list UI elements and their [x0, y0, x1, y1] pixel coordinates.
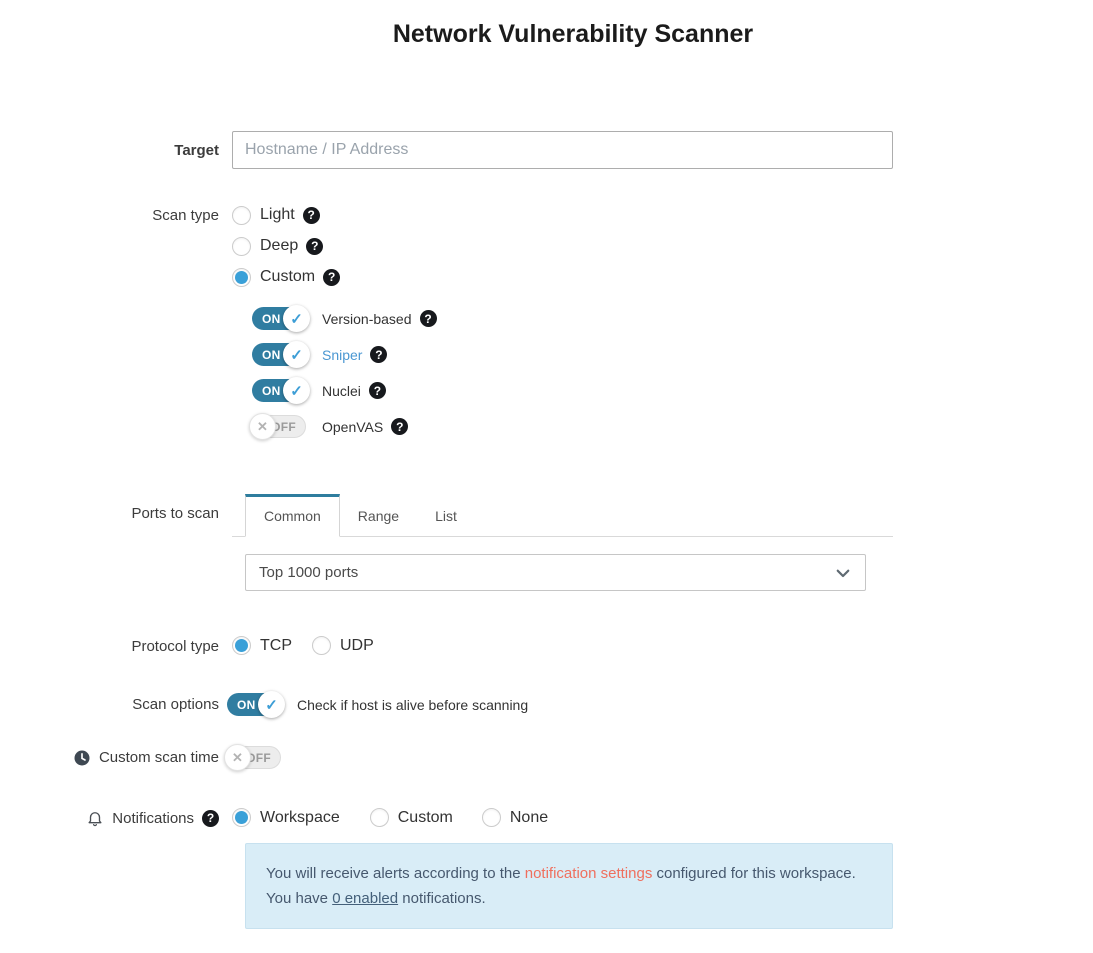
toggle-custom-scan-time[interactable]: ✕ OFF — [224, 744, 281, 771]
check-icon: ✓ — [283, 377, 310, 404]
radio-custom-label: Custom — [260, 268, 316, 285]
custom-tools-group: ON ✓ Version-based ? ON ✓ Sniper ? — [249, 305, 893, 440]
radio-custom[interactable] — [232, 267, 251, 287]
toggle-host-alive-label: Check if host is alive before scanning — [297, 696, 529, 713]
protocol-row: Protocol type TCP UDP — [0, 636, 1093, 656]
radio-deep[interactable] — [232, 236, 251, 256]
info-text: configured for this workspace. — [652, 865, 856, 882]
scan-type-option-light: Light ? — [232, 205, 893, 225]
scan-type-option-deep: Deep ? — [232, 236, 893, 256]
tool-version-based: ON ✓ Version-based ? — [252, 305, 893, 332]
check-icon: ✓ — [258, 691, 285, 718]
cross-icon: ✕ — [224, 744, 251, 771]
radio-light[interactable] — [232, 205, 251, 225]
custom-scan-time-label: Custom scan time — [98, 749, 219, 766]
tool-nuclei-label: Nuclei — [322, 382, 361, 399]
scanner-page: Network Vulnerability Scanner Target Sca… — [0, 20, 1093, 929]
help-icon[interactable]: ? — [306, 237, 324, 255]
radio-deep-label: Deep — [260, 237, 299, 254]
check-icon: ✓ — [283, 341, 310, 368]
toggle-state-text: ON — [262, 311, 281, 326]
scan-form: Target Scan type Light ? Deep ? — [0, 131, 1093, 929]
ports-select-value: Top 1000 ports — [259, 564, 359, 581]
tab-list[interactable]: List — [435, 508, 457, 524]
notifications-label: Notifications — [112, 809, 194, 827]
target-input[interactable] — [232, 131, 893, 169]
tab-common[interactable]: Common — [245, 494, 340, 537]
radio-none-label: None — [509, 808, 549, 826]
info-text: notifications. — [398, 890, 486, 907]
target-label: Target — [174, 141, 219, 159]
tool-sniper-label[interactable]: Sniper — [322, 346, 363, 363]
help-icon[interactable]: ? — [323, 268, 341, 286]
clock-icon — [74, 750, 90, 765]
toggle-state-text: OFF — [246, 750, 271, 765]
notification-info-row: You will receive alerts according to the… — [0, 828, 1093, 929]
toggle-nuclei[interactable]: ON ✓ — [252, 377, 310, 404]
ports-select[interactable]: Top 1000 ports — [245, 554, 866, 591]
help-icon[interactable]: ? — [302, 206, 320, 224]
help-icon[interactable]: ? — [202, 809, 219, 827]
custom-scan-time-row: Custom scan time ✕ OFF — [0, 744, 1093, 771]
help-icon[interactable]: ? — [370, 346, 388, 363]
toggle-state-text: ON — [237, 697, 256, 712]
toggle-state-text: ON — [262, 383, 281, 398]
scan-type-row: Scan type Light ? Deep ? Custom ? — [0, 205, 1093, 451]
enabled-notifications-link[interactable]: 0 enabled — [332, 890, 399, 907]
target-row: Target — [0, 131, 1093, 169]
tool-version-based-label: Version-based — [322, 310, 412, 327]
page-title: Network Vulnerability Scanner — [392, 20, 754, 48]
notification-info-box: You will receive alerts according to the… — [245, 843, 893, 929]
info-text: You have — [266, 890, 333, 907]
notification-settings-link[interactable]: notification settings — [524, 865, 653, 882]
scan-type-label: Scan type — [152, 206, 219, 224]
tool-openvas-label: OpenVAS — [322, 418, 384, 435]
ports-row: Ports to scan Common Range List Top 1000… — [0, 493, 1093, 591]
tab-range[interactable]: Range — [357, 508, 400, 524]
radio-workspace[interactable] — [232, 808, 251, 827]
scan-options-label: Scan options — [132, 696, 219, 713]
check-icon: ✓ — [283, 305, 310, 332]
toggle-openvas[interactable]: ✕ OFF — [249, 413, 306, 440]
help-icon[interactable]: ? — [391, 418, 409, 435]
radio-tcp-label: TCP — [260, 636, 292, 654]
radio-udp[interactable] — [312, 636, 331, 655]
toggle-host-alive[interactable]: ON ✓ — [227, 691, 285, 718]
tool-nuclei: ON ✓ Nuclei ? — [252, 377, 893, 404]
scan-type-option-custom: Custom ? — [232, 267, 893, 287]
help-icon[interactable]: ? — [368, 382, 386, 399]
notifications-row: Notifications ? Workspace Custom None — [0, 808, 1093, 828]
radio-udp-label: UDP — [340, 636, 374, 654]
radio-notif-custom-label: Custom — [397, 808, 453, 826]
ports-label: Ports to scan — [131, 505, 219, 522]
help-icon[interactable]: ? — [419, 310, 437, 327]
info-text: You will receive alerts according to the — [266, 865, 525, 882]
radio-tcp[interactable] — [232, 636, 251, 655]
radio-light-label: Light — [260, 206, 295, 223]
tool-sniper: ON ✓ Sniper ? — [252, 341, 893, 368]
protocol-label: Protocol type — [131, 637, 219, 655]
radio-workspace-label: Workspace — [260, 808, 340, 826]
toggle-sniper[interactable]: ON ✓ — [252, 341, 310, 368]
cross-icon: ✕ — [249, 413, 276, 440]
tool-openvas: ✕ OFF OpenVAS ? — [249, 413, 893, 440]
toggle-state-text: OFF — [271, 419, 296, 434]
chevron-down-icon — [836, 569, 850, 577]
radio-none[interactable] — [481, 808, 501, 827]
scan-options-row: Scan options ON ✓ Check if host is alive… — [0, 691, 1093, 718]
toggle-version-based[interactable]: ON ✓ — [252, 305, 310, 332]
bell-icon — [88, 812, 102, 827]
ports-tabbar: Common Range List — [232, 493, 893, 537]
radio-notif-custom[interactable] — [369, 808, 389, 827]
toggle-state-text: ON — [262, 347, 281, 362]
